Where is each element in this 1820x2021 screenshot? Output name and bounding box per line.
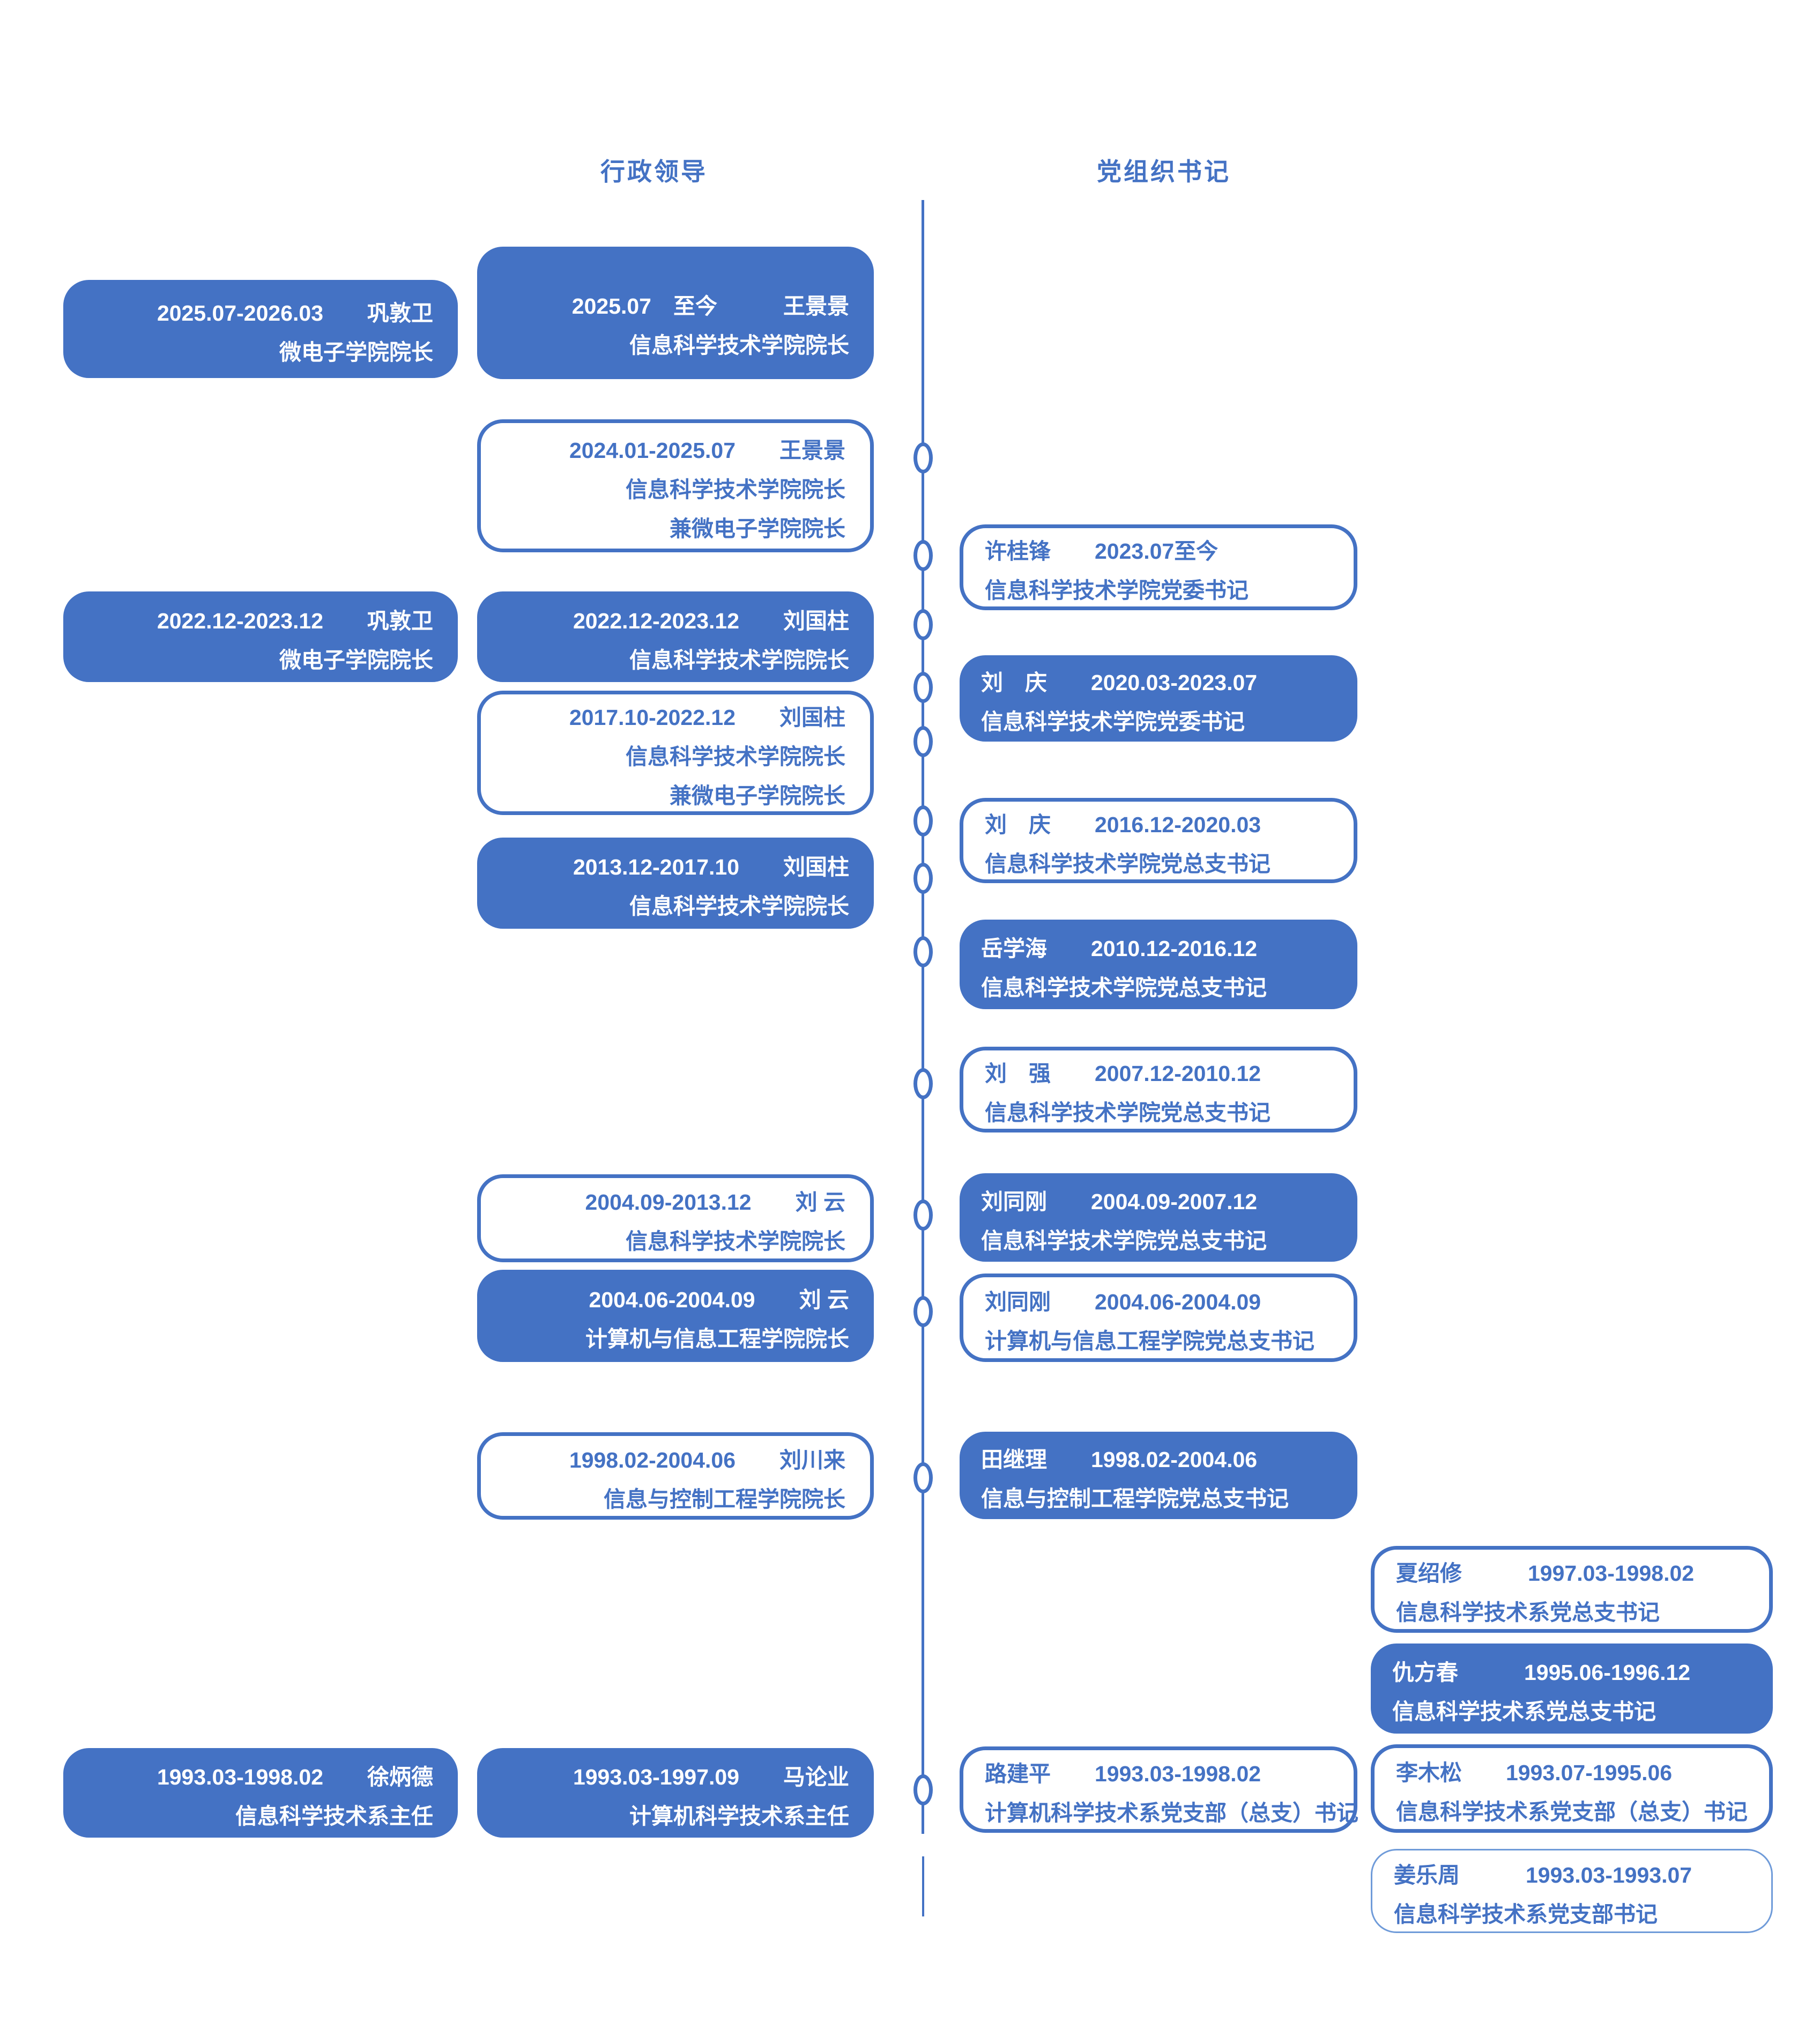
box-line2: 微电子学院院长 (279, 647, 433, 672)
box-line1: 2024.01-2025.07 王景景 (569, 438, 845, 463)
box-line2: 计算机科学技术系主任 (629, 1803, 849, 1828)
box-line1: 刘 庆 2016.12-2020.03 (985, 812, 1261, 837)
box-line2: 信息科学技术学院党委书记 (985, 578, 1249, 603)
timeline-node (913, 672, 933, 703)
box-line2: 信息科学技术学院党总支书记 (981, 975, 1267, 1000)
timeline-node (913, 1774, 933, 1805)
timeline-axis-bottom-segment (922, 1856, 924, 1916)
timeline-node (913, 805, 933, 836)
timeline-node (913, 1068, 933, 1099)
party-box-liuqing-2020: 刘 庆 2020.03-2023.07 信息科学技术学院党委书记 (960, 655, 1357, 742)
timeline-node (913, 1200, 933, 1231)
box-line1: 李木松 1993.07-1995.06 (1396, 1760, 1673, 1785)
box-line1: 田继理 1998.02-2004.06 (981, 1447, 1258, 1472)
box-line3: 兼微电子学院院长 (670, 783, 845, 808)
timeline-node (913, 540, 933, 571)
box-line2: 信息科学技术系党支部（总支）书记 (1396, 1799, 1748, 1824)
admin-box-liuyun-2004-06: 2004.06-2004.09 刘 云 计算机与信息工程学院院长 (477, 1270, 874, 1362)
box-line1: 1993.03-1997.09 马论业 (573, 1764, 849, 1789)
box-line1: 路建平 1993.03-1998.02 (985, 1761, 1261, 1786)
box-line1: 2022.12-2023.12 刘国柱 (573, 608, 849, 633)
admin-box-malunye-1993: 1993.03-1997.09 马论业 计算机科学技术系主任 (477, 1748, 874, 1838)
admin-box-gong-2022: 2022.12-2023.12 巩敦卫 微电子学院院长 (63, 591, 458, 682)
timeline-node (913, 609, 933, 640)
party-box-liutonggang-2004-09: 刘同刚 2004.09-2007.12 信息科学技术学院党总支书记 (960, 1173, 1357, 1262)
party-box-yuexuehai: 岳学海 2010.12-2016.12 信息科学技术学院党总支书记 (960, 920, 1357, 1009)
box-line2: 信息科学技术系主任 (235, 1803, 433, 1828)
box-line2: 信息科学技术系党总支书记 (1392, 1699, 1656, 1724)
box-line3: 兼微电子学院院长 (670, 516, 845, 541)
party-box-liutonggang-2004-06: 刘同刚 2004.06-2004.09 计算机与信息工程学院党总支书记 (960, 1274, 1357, 1362)
box-line2: 信息科学技术学院院长 (626, 744, 845, 769)
timeline-node (913, 936, 933, 967)
box-line2: 计算机与信息工程学院党总支书记 (985, 1328, 1314, 1353)
admin-box-wang-2024: 2024.01-2025.07 王景景 信息科学技术学院院长 兼微电子学院院长 (477, 419, 874, 552)
party-column-header: 党组织书记 (1097, 158, 1231, 186)
box-line1: 2004.06-2004.09 刘 云 (589, 1287, 849, 1312)
box-line1: 2025.07 至今 王景景 (571, 294, 849, 319)
party-box-jianglezhou: 姜乐周 1993.03-1993.07 信息科学技术系党支部书记 (1371, 1849, 1773, 1933)
box-line2: 信息与控制工程学院党总支书记 (981, 1486, 1289, 1511)
box-line1: 姜乐周 1993.03-1993.07 (1394, 1862, 1692, 1887)
box-line2: 信息科学技术学院党总支书记 (985, 851, 1271, 876)
party-box-liuqing-2016: 刘 庆 2016.12-2020.03 信息科学技术学院党总支书记 (960, 798, 1357, 883)
box-line1: 夏绍修 1997.03-1998.02 (1396, 1561, 1695, 1586)
party-box-lujianping: 路建平 1993.03-1998.02 计算机科学技术系党支部（总支）书记 (960, 1746, 1358, 1833)
box-line1: 刘 庆 2020.03-2023.07 (981, 670, 1258, 695)
box-line2: 信息科学技术系党总支书记 (1396, 1600, 1660, 1625)
box-line1: 刘 强 2007.12-2010.12 (985, 1061, 1261, 1086)
box-line1: 2022.12-2023.12 巩敦卫 (157, 608, 433, 633)
timeline-axis (922, 200, 924, 1834)
box-line2: 信息科学技术学院院长 (626, 1229, 845, 1254)
timeline-node (913, 726, 933, 757)
box-line2: 计算机与信息工程学院院长 (585, 1327, 849, 1351)
timeline-node (913, 442, 933, 473)
box-line2: 信息科学技术系党支部书记 (1394, 1901, 1658, 1927)
box-line1: 2004.09-2013.12 刘 云 (585, 1190, 845, 1215)
timeline-node (913, 1462, 933, 1493)
timeline-node (913, 863, 933, 894)
party-box-xiashaoxiu: 夏绍修 1997.03-1998.02 信息科学技术系党总支书记 (1371, 1546, 1773, 1633)
box-line2: 信息科学技术学院党委书记 (981, 709, 1245, 734)
box-line2: 信息科学技术学院党总支书记 (981, 1228, 1267, 1253)
timeline-node (913, 1296, 933, 1327)
party-box-limusong: 李木松 1993.07-1995.06 信息科学技术系党支部（总支）书记 (1371, 1744, 1773, 1833)
admin-box-liuguozhu-2013: 2013.12-2017.10 刘国柱 信息科学技术学院院长 (477, 838, 874, 929)
box-line2: 信息科学技术学院院长 (626, 477, 845, 502)
admin-box-liuyun-2004-09: 2004.09-2013.12 刘 云 信息科学技术学院院长 (477, 1174, 874, 1262)
admin-box-wang-2025: 2025.07 至今 王景景 信息科学技术学院院长 (477, 247, 874, 379)
box-line1: 刘同刚 2004.06-2004.09 (985, 1289, 1261, 1314)
admin-box-liuguozhu-2022: 2022.12-2023.12 刘国柱 信息科学技术学院院长 (477, 591, 874, 682)
party-box-xuguifeng: 许桂锋 2023.07至今 信息科学技术学院党委书记 (960, 524, 1357, 610)
box-line1: 岳学海 2010.12-2016.12 (981, 936, 1258, 961)
party-box-liuqiang: 刘 强 2007.12-2010.12 信息科学技术学院党总支书记 (960, 1047, 1357, 1132)
box-line2: 信息科学技术学院院长 (629, 894, 849, 919)
box-line2: 信息科学技术学院党总支书记 (985, 1100, 1271, 1125)
box-line2: 信息科学技术学院院长 (629, 333, 849, 358)
party-box-qiufangchun: 仇方春 1995.06-1996.12 信息科学技术系党总支书记 (1371, 1644, 1773, 1734)
admin-box-xubingde-1993: 1993.03-1998.02 徐炳德 信息科学技术系主任 (63, 1748, 458, 1838)
box-line1: 1993.03-1998.02 徐炳德 (157, 1764, 433, 1789)
admin-box-gong-2025: 2025.07-2026.03 巩敦卫 微电子学院院长 (63, 280, 458, 378)
admin-box-liuguozhu-2017: 2017.10-2022.12 刘国柱 信息科学技术学院院长 兼微电子学院院长 (477, 691, 874, 815)
box-line1: 许桂锋 2023.07至今 (985, 539, 1219, 564)
box-line2: 信息与控制工程学院院长 (604, 1486, 845, 1512)
box-line2: 信息科学技术学院院长 (629, 647, 849, 672)
box-line1: 2017.10-2022.12 刘国柱 (569, 705, 845, 730)
box-line1: 1998.02-2004.06 刘川来 (569, 1447, 845, 1472)
box-line1: 2013.12-2017.10 刘国柱 (573, 855, 849, 879)
box-line2: 计算机科学技术系党支部（总支）书记 (985, 1800, 1358, 1825)
box-line1: 刘同刚 2004.09-2007.12 (981, 1189, 1258, 1214)
admin-box-liuchuanlai-1998: 1998.02-2004.06 刘川来 信息与控制工程学院院长 (477, 1432, 874, 1520)
admin-column-header: 行政领导 (600, 158, 708, 186)
party-box-tianjili: 田继理 1998.02-2004.06 信息与控制工程学院党总支书记 (960, 1432, 1357, 1519)
box-line2: 微电子学院院长 (279, 339, 433, 365)
box-line1: 2025.07-2026.03 巩敦卫 (157, 300, 433, 325)
box-line1: 仇方春 1995.06-1996.12 (1392, 1660, 1691, 1685)
